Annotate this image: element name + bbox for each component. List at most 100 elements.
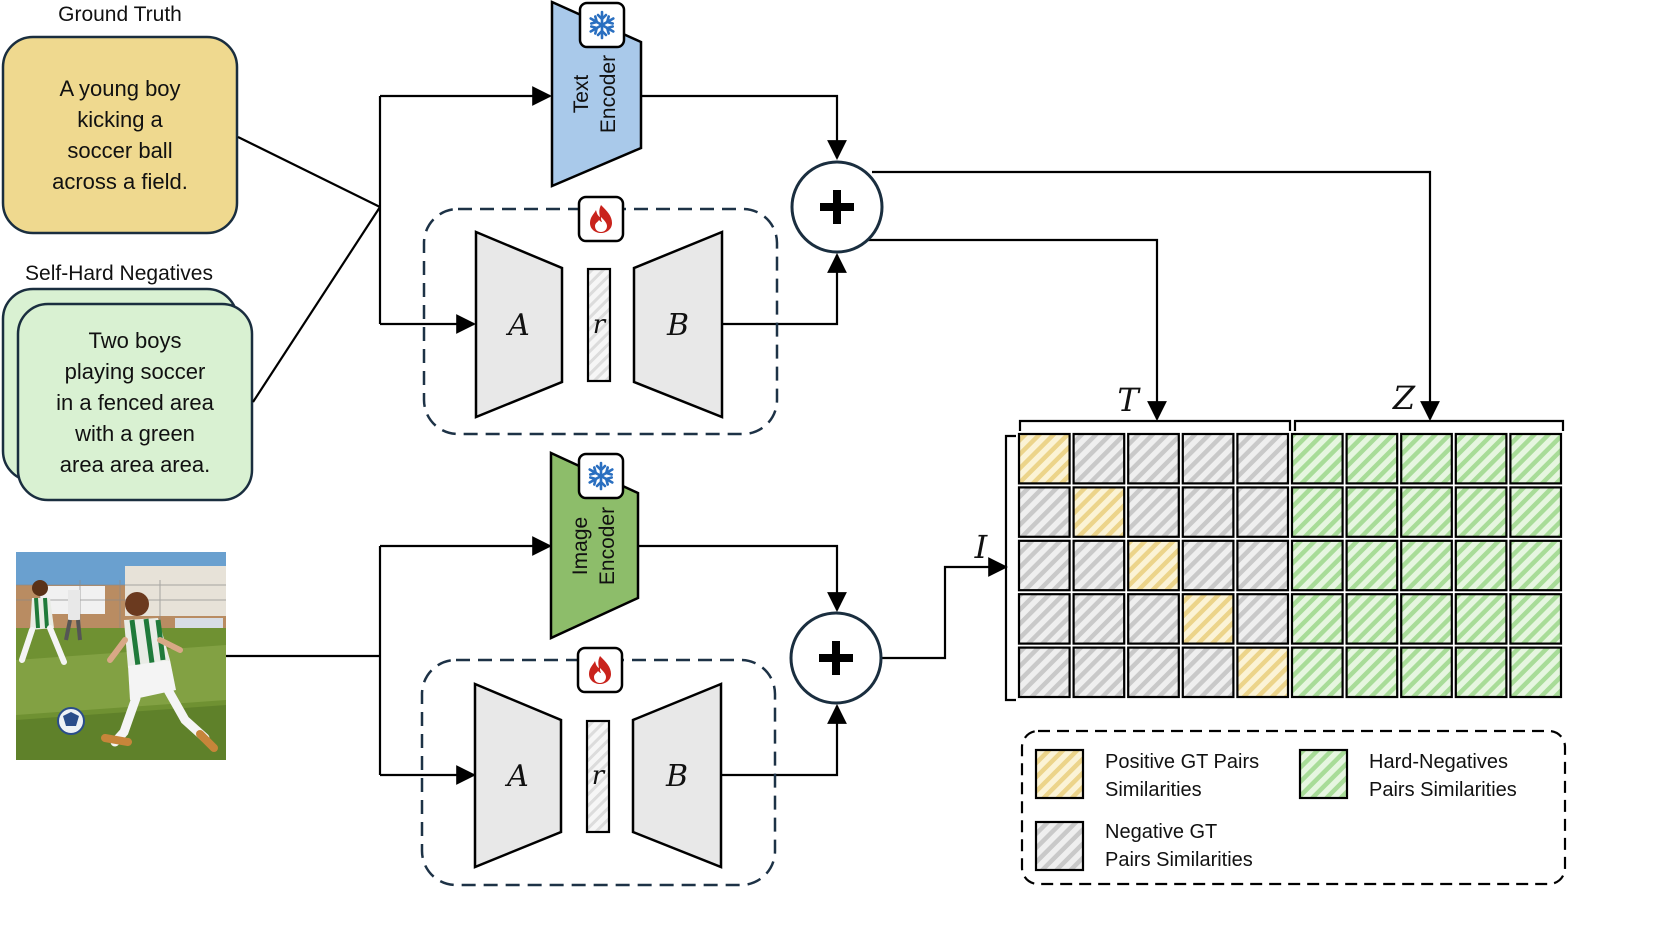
image-lora-b-label: B (665, 759, 688, 794)
text-lora-a (474, 230, 564, 419)
hard-negative-cell (1454, 539, 1508, 592)
legend-hard-label: Pairs Similarities (1369, 779, 1517, 801)
text-encoder-label: Text (570, 75, 593, 114)
negative-pair-cell (1072, 593, 1126, 645)
ground-truth-caption-line: across a field. (52, 169, 188, 194)
ground-truth-caption-line: A young boy (59, 76, 180, 101)
negative-pair-cell (1127, 486, 1180, 538)
negative-pair-cell (1017, 593, 1071, 645)
positive-pair-cell (1072, 486, 1126, 538)
legend-box (1020, 729, 1567, 886)
hard-negative-cell (1454, 432, 1508, 485)
image-branch-connectors (226, 536, 1008, 785)
hard-negative-cell (1345, 593, 1399, 645)
hard-negative-cell (1290, 486, 1344, 538)
hard-negative-cell (1400, 486, 1453, 538)
legend-negative-swatch (1034, 820, 1085, 872)
plus-icon (819, 641, 853, 675)
text-lora-b (632, 230, 724, 419)
hard-negative-cell (1290, 539, 1344, 592)
legend-positive-label: Similarities (1105, 779, 1202, 801)
hard-negative-cell (1345, 539, 1399, 592)
text-lora-a-label: A (505, 308, 530, 343)
ground-truth-caption-line: kicking a (77, 107, 163, 132)
image-lora-r-label: r (592, 761, 606, 791)
ground-truth-caption-box (1, 35, 239, 235)
plus-icon (820, 190, 854, 224)
legend-hard-label: Hard-Negatives (1369, 751, 1508, 773)
negative-pair-cell (1072, 646, 1126, 699)
negative-pair-cell (1017, 539, 1071, 592)
positive-pair-cell (1017, 432, 1071, 485)
negative-pair-cell (1181, 646, 1235, 699)
text-lora-r-label: r (593, 310, 607, 340)
legend-negative-label: Negative GT (1105, 821, 1217, 843)
legend-negative-label: Pairs Similarities (1105, 849, 1253, 871)
ground-truth-caption-line: soccer ball (67, 138, 172, 163)
hard-negative-cell (1345, 486, 1399, 538)
legend-positive-label: Positive GT Pairs (1105, 751, 1259, 773)
negative-pair-cell (1072, 432, 1126, 485)
text-encoder-label: Encoder (597, 55, 620, 133)
negative-pair-cell (1236, 593, 1290, 645)
matrix-image-label: I (974, 528, 989, 566)
hard-negative-cell (1509, 486, 1563, 538)
hard-negative-cell (1290, 646, 1344, 699)
similarity-matrix (1017, 432, 1563, 699)
image-encoder-label: Encoder (596, 507, 619, 585)
matrix-text-label: T (1117, 381, 1141, 419)
negatives-caption-line: playing soccer (65, 359, 206, 384)
hard-negative-cell (1509, 593, 1563, 645)
hard-negative-cell (1400, 539, 1453, 592)
negatives-caption-line: in a fenced area (56, 390, 215, 415)
negative-pair-cell (1236, 539, 1290, 592)
image-lora-r (585, 719, 611, 834)
hard-negative-cell (1454, 486, 1508, 538)
negative-pair-cell (1181, 539, 1235, 592)
negative-pair-cell (1127, 646, 1180, 699)
negative-pair-cell (1236, 486, 1290, 538)
hard-negative-cell (1290, 593, 1344, 645)
text-lora-b-label: B (666, 308, 689, 343)
hard-negative-cell (1509, 539, 1563, 592)
negative-pair-cell (1236, 432, 1290, 485)
input-photo (16, 552, 226, 760)
hard-negative-cell (1345, 646, 1399, 699)
positive-pair-cell (1127, 539, 1180, 592)
text-branch-connectors (237, 86, 1440, 421)
negatives-caption-line: Two boys (89, 328, 182, 353)
negative-pair-cell (1017, 646, 1071, 699)
negatives-caption-box (16, 302, 254, 502)
ground-truth-heading: Ground Truth (58, 3, 182, 26)
negatives-heading: Self-Hard Negatives (25, 262, 213, 285)
negative-pair-cell (1127, 432, 1180, 485)
negative-pair-cell (1127, 593, 1180, 645)
hard-negative-cell (1509, 646, 1563, 699)
hard-negative-cell (1400, 432, 1453, 485)
negative-pair-cell (1017, 486, 1071, 538)
legend-hard-swatch (1298, 748, 1349, 800)
image-lora-a (473, 682, 563, 869)
hard-negative-cell (1290, 432, 1344, 485)
image-lora-a-label: A (504, 759, 529, 794)
hard-negative-cell (1345, 432, 1399, 485)
hard-negative-cell (1400, 593, 1453, 645)
hard-negative-cell (1400, 646, 1453, 699)
hard-negative-cell (1454, 593, 1508, 645)
negative-pair-cell (1072, 539, 1126, 592)
legend-positive-swatch (1034, 748, 1085, 800)
negatives-caption-line: area area area. (60, 452, 210, 477)
positive-pair-cell (1181, 593, 1235, 645)
image-encoder-label: Image (569, 517, 592, 575)
hard-negative-cell (1509, 432, 1563, 485)
negative-pair-cell (1181, 486, 1235, 538)
text-lora-r (586, 267, 612, 383)
hard-negative-cell (1454, 646, 1508, 699)
negative-pair-cell (1181, 432, 1235, 485)
matrix-hardneg-label: Z (1392, 379, 1416, 417)
image-lora-b (631, 682, 723, 869)
negatives-caption-line: with a green (74, 421, 195, 446)
matrix-brackets (1004, 419, 1565, 702)
positive-pair-cell (1236, 646, 1290, 699)
